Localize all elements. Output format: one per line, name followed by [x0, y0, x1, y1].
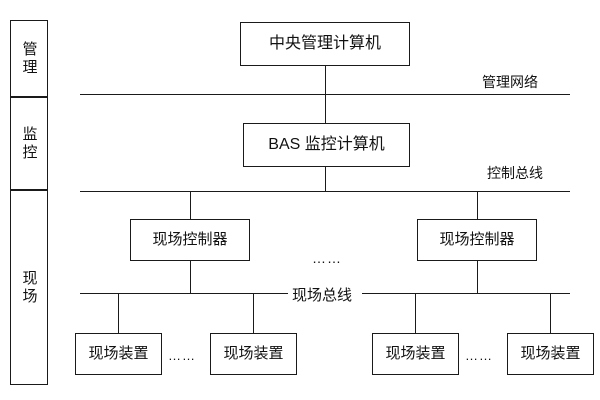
layer-box-monitor: 监控	[10, 97, 48, 190]
bus-field-label: 现场总线	[292, 287, 353, 304]
connector-control-bus-to-controller-left	[190, 191, 191, 219]
node-field-device-1: 现场装置	[75, 333, 162, 375]
connector-field-bus-to-device-4	[550, 293, 551, 333]
connector-controller-left-to-field-bus	[190, 261, 191, 293]
node-central-management-computer: 中央管理计算机	[240, 22, 410, 66]
connector-field-bus-to-device-1	[118, 293, 119, 333]
node-field-controller-left: 现场控制器	[130, 219, 250, 261]
bus-management-network-label: 管理网络	[482, 74, 538, 90]
bus-field-line-right	[362, 293, 570, 294]
node-field-controller-right: 现场控制器	[417, 219, 537, 261]
bus-control-line	[80, 191, 570, 192]
layer-box-field: 现场	[10, 190, 48, 385]
node-bas-monitoring-computer: BAS 监控计算机	[243, 123, 410, 167]
node-field-device-3: 现场装置	[372, 333, 459, 375]
connector-controller-right-to-field-bus	[477, 261, 478, 293]
connector-central-to-management-network	[325, 66, 326, 94]
ellipsis-between-controllers: ……	[312, 250, 342, 266]
node-field-device-4: 现场装置	[507, 333, 594, 375]
ellipsis-between-devices-left: ……	[168, 348, 196, 363]
connector-management-network-to-bas	[325, 94, 326, 123]
node-field-device-2: 现场装置	[210, 333, 297, 375]
bus-control-label: 控制总线	[487, 165, 543, 181]
bus-field-line-left	[80, 293, 288, 294]
connector-control-bus-to-controller-right	[477, 191, 478, 219]
connector-field-bus-to-device-3	[415, 293, 416, 333]
connector-bas-to-control-bus	[325, 167, 326, 191]
connector-field-bus-to-device-2	[253, 293, 254, 333]
layer-box-management: 管理	[10, 20, 48, 97]
ellipsis-between-devices-right: ……	[465, 348, 493, 363]
